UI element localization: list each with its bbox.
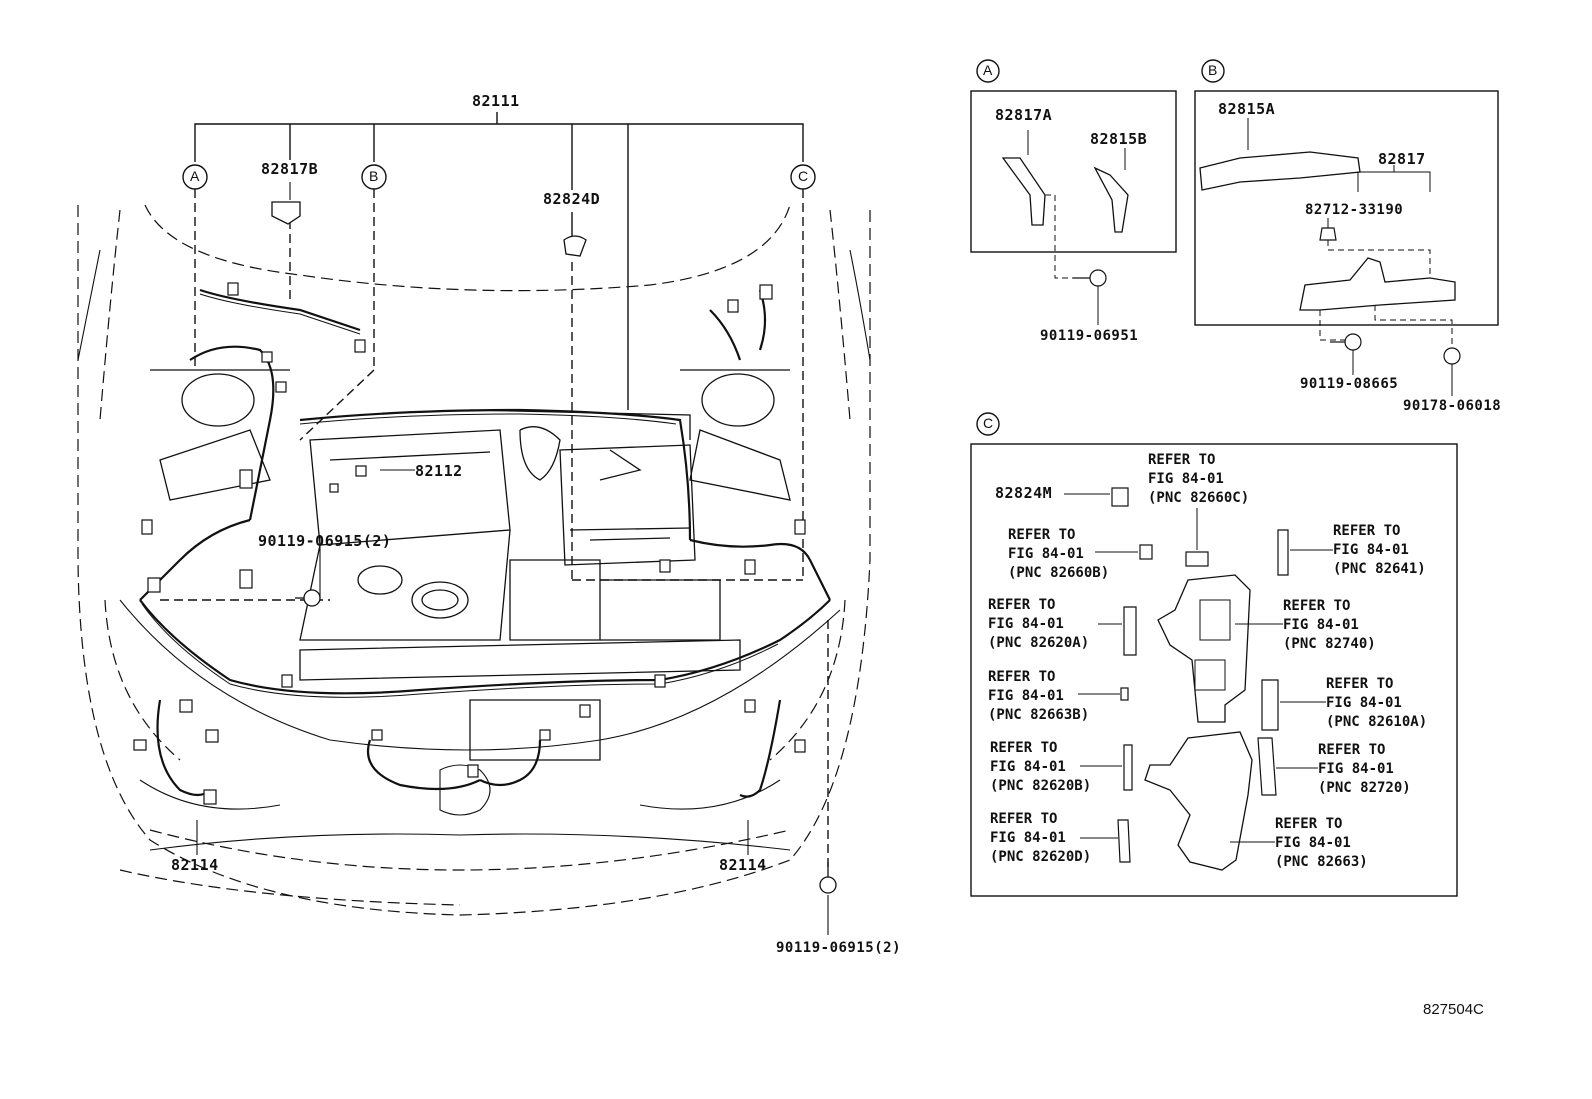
callout-a: A	[190, 168, 200, 184]
wire-harness-inner	[141, 293, 779, 698]
label-82824d: 82824D	[543, 190, 601, 208]
detail-a-drawing	[970, 90, 1177, 325]
detail-a-letter: A	[983, 62, 993, 78]
ref-82620d: REFER TO FIG 84-01 (PNC 82620D)	[990, 811, 1092, 865]
ref-82720: REFER TO FIG 84-01 (PNC 82720)	[1318, 742, 1411, 796]
label-clip-b: 90178-06018	[1403, 398, 1502, 414]
wire-harness	[139, 288, 831, 798]
ref-82620b: REFER TO FIG 84-01 (PNC 82620B)	[990, 740, 1092, 794]
label-82112: 82112	[415, 462, 463, 480]
car-body-solid-lines	[77, 249, 871, 851]
label-bolt-a: 90119-06951	[1040, 328, 1139, 344]
small-parts	[271, 201, 837, 894]
diagram-code: 827504C	[1423, 1001, 1484, 1018]
engine-components	[150, 369, 791, 761]
ref-82620a: REFER TO FIG 84-01 (PNC 82620A)	[988, 597, 1090, 651]
label-82817: 82817	[1378, 150, 1426, 168]
ref-82663b: REFER TO FIG 84-01 (PNC 82663B)	[988, 669, 1090, 723]
label-82817a: 82817A	[995, 106, 1053, 124]
label-82824m: 82824M	[995, 484, 1053, 502]
callout-circles	[182, 59, 1225, 436]
ref-82660b: REFER TO FIG 84-01 (PNC 82660B)	[1008, 527, 1110, 581]
callout-c: C	[798, 168, 809, 184]
label-82114-left: 82114	[171, 856, 219, 874]
label-bolt-front: 90119-06915(2)	[776, 940, 902, 956]
detail-b-drawing	[1194, 90, 1499, 396]
detail-c-drawing	[970, 443, 1458, 897]
harness-leader-lines	[194, 112, 804, 410]
ref-82660c: REFER TO FIG 84-01 (PNC 82660C)	[1148, 452, 1250, 506]
label-82111: 82111	[472, 92, 520, 110]
label-82815b: 82815B	[1090, 130, 1148, 148]
label-leaders	[196, 182, 829, 935]
label-bolt-b: 90119-08665	[1300, 376, 1399, 392]
label-82114-right: 82114	[719, 856, 767, 874]
ref-82740: REFER TO FIG 84-01 (PNC 82740)	[1283, 598, 1376, 652]
dashed-reference-lines	[160, 189, 829, 870]
label-82817b: 82817B	[261, 160, 319, 178]
label-bolt-main: 90119-06915(2)	[258, 532, 392, 550]
car-body-outline	[77, 204, 871, 916]
label-82712-33190: 82712-33190	[1305, 202, 1404, 218]
ref-82663: REFER TO FIG 84-01 (PNC 82663)	[1275, 816, 1368, 870]
detail-b-letter: B	[1208, 62, 1218, 78]
callout-b: B	[369, 168, 379, 184]
ref-82610a: REFER TO FIG 84-01 (PNC 82610A)	[1326, 676, 1428, 730]
label-82815a: 82815A	[1218, 100, 1276, 118]
detail-c-letter: C	[983, 415, 994, 431]
connectors	[133, 282, 806, 805]
ref-82641: REFER TO FIG 84-01 (PNC 82641)	[1333, 523, 1426, 577]
